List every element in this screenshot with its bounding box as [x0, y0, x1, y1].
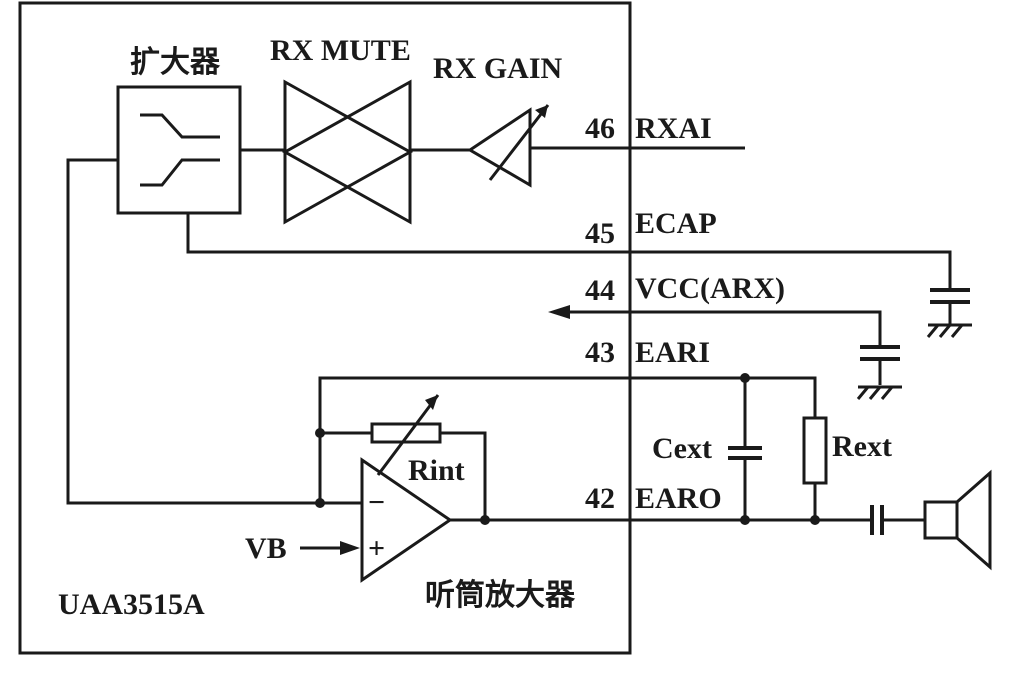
pin-44-number: 44 — [585, 274, 615, 307]
cext-capacitor — [728, 446, 762, 460]
rx-gain-label: RX GAIN — [433, 52, 563, 85]
earpiece-opamp-symbol — [360, 457, 453, 583]
eari-wire — [318, 376, 817, 500]
rext-label: Rext — [832, 430, 892, 463]
ecap-capacitor — [930, 288, 970, 304]
pin-43-name: EARI — [635, 336, 710, 369]
chip-outline — [18, 1, 632, 655]
rx-mute-symbol — [281, 79, 414, 225]
pin-46-name: RXAI — [635, 112, 712, 145]
ground-icon — [856, 385, 902, 400]
vcc-wire — [560, 310, 882, 345]
pin-43-number: 43 — [585, 336, 615, 369]
output-capacitor — [870, 505, 884, 535]
speaker-icon — [923, 469, 992, 571]
earpiece-amp-label: 听筒放大器 — [425, 578, 576, 613]
vb-label: VB — [245, 532, 287, 565]
pin-45-number: 45 — [585, 217, 615, 250]
opamp-plus-sign: + — [368, 532, 385, 565]
rext-resistor — [802, 416, 828, 485]
vb-arrow-icon — [340, 541, 360, 555]
pin-45-name: ECAP — [635, 207, 717, 240]
pin-46-number: 46 — [585, 112, 615, 145]
ecap-wire — [186, 213, 952, 288]
opamp-minus-sign: − — [368, 486, 385, 519]
rx-mute-label: RX MUTE — [270, 34, 411, 67]
rx-gain-symbol — [467, 104, 550, 188]
vcc-arrow-icon — [548, 305, 570, 319]
pin-42-name: EARO — [635, 482, 722, 515]
rint-label: Rint — [408, 454, 465, 487]
cext-label: Cext — [652, 432, 712, 465]
pin-42-number: 42 — [585, 482, 615, 515]
vcc-capacitor — [860, 345, 900, 361]
ground-icon — [926, 323, 972, 338]
amplifier-block — [116, 85, 242, 215]
amplifier-label: 扩大器 — [130, 45, 221, 80]
chip-name-label: UAA3515A — [58, 588, 205, 621]
feedback-wire — [66, 158, 362, 505]
pin-44-name: VCC(ARX) — [635, 272, 785, 305]
